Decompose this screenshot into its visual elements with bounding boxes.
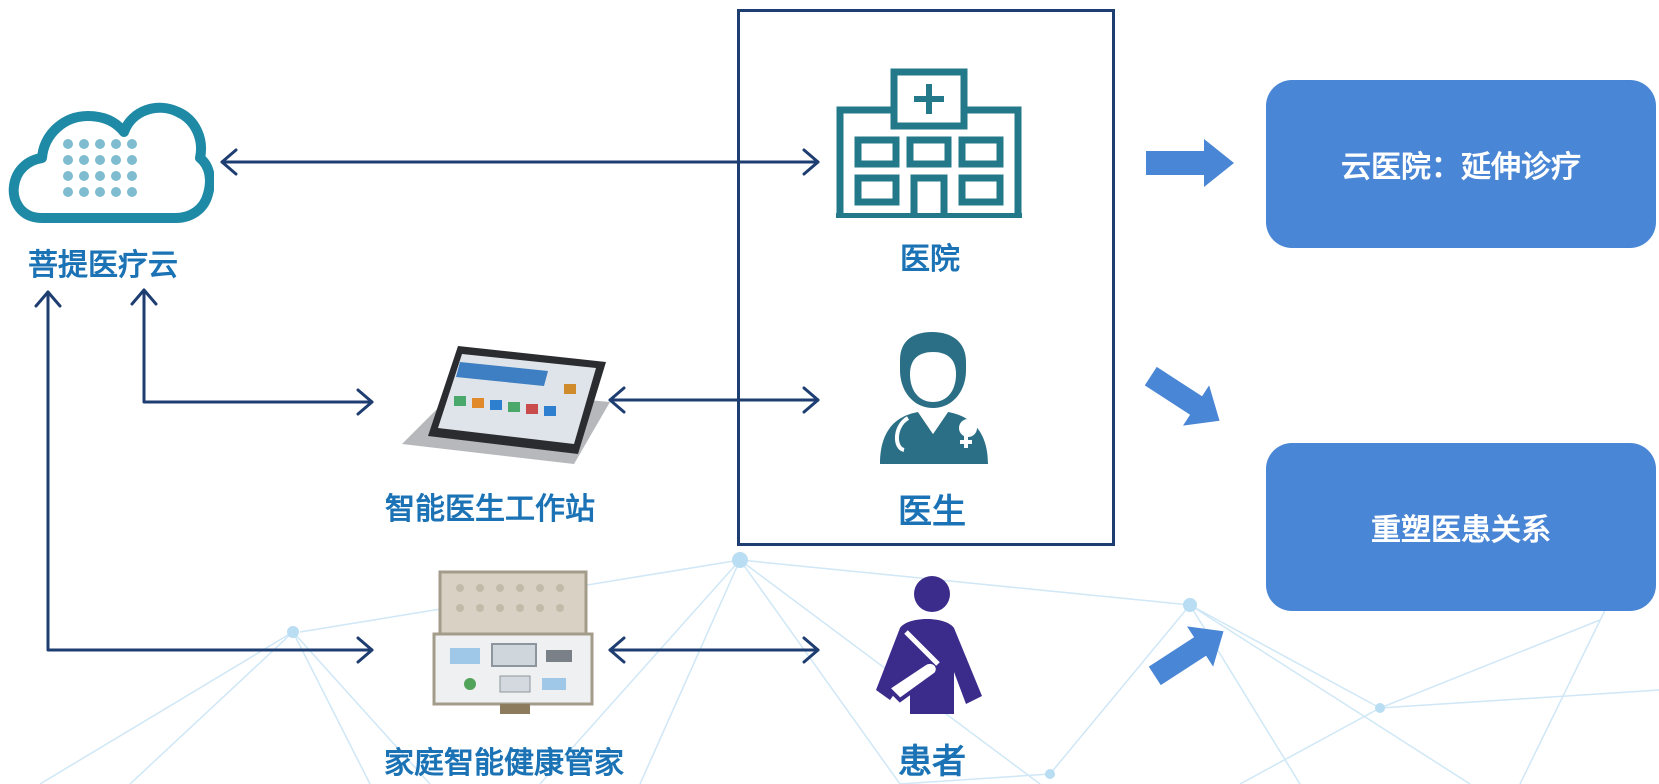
flow-arrow-icon	[1146, 139, 1234, 187]
doctor-label: 医生	[898, 492, 966, 532]
workstation-label: 智能医生工作站	[385, 492, 595, 527]
doctor-icon	[880, 332, 988, 464]
health-kit-icon	[432, 570, 594, 714]
cloud-icon	[8, 102, 214, 223]
flow-arrow-icon	[1148, 626, 1224, 686]
cloud-hospital-box: 云医院：延伸诊疗	[1266, 80, 1656, 248]
cloud-label: 菩提医疗云	[28, 248, 178, 283]
homekit-label: 家庭智能健康管家	[384, 746, 624, 781]
connector-cloud-homekit	[46, 290, 374, 652]
hospital-label: 医院	[900, 242, 960, 277]
connector-cloud-workstation	[142, 288, 374, 404]
patient-icon	[876, 576, 982, 714]
hospital-icon	[836, 68, 1022, 218]
reshape-relation-box: 重塑医患关系	[1266, 443, 1656, 611]
patient-label: 患者	[898, 742, 966, 782]
flow-arrow-icon	[1144, 366, 1220, 426]
care-team-frame	[737, 9, 1115, 546]
tablet-icon	[402, 346, 610, 464]
